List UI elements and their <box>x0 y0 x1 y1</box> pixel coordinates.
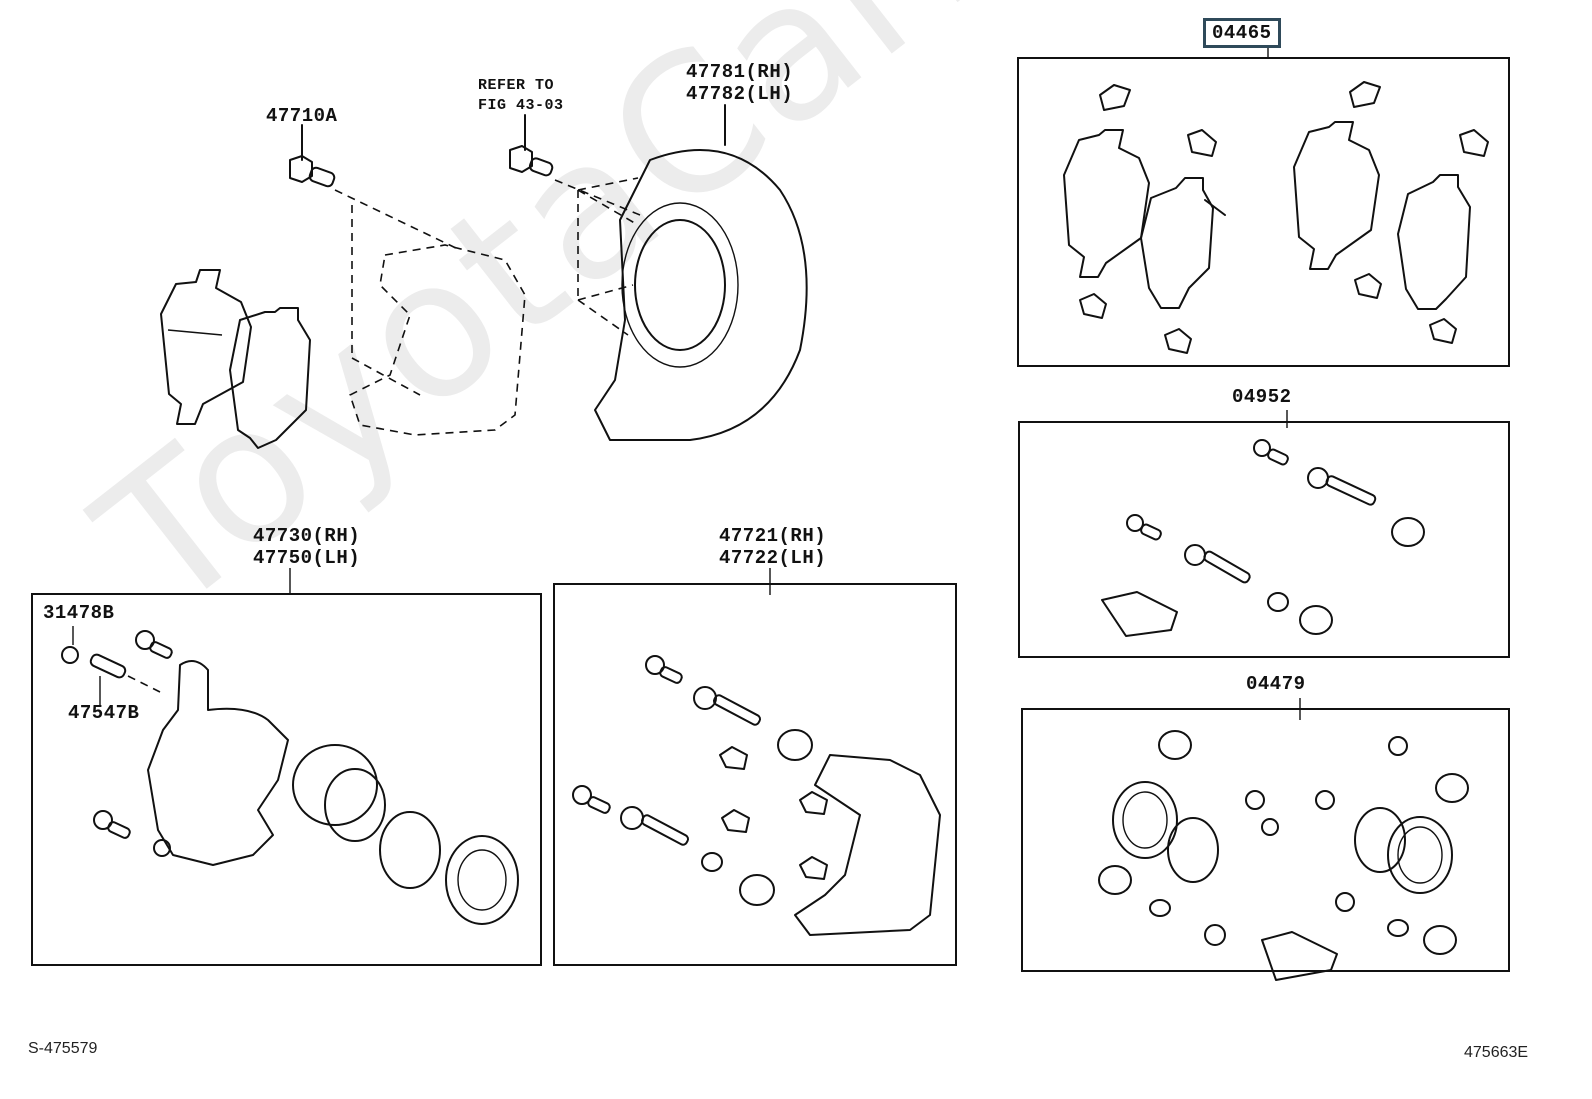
footer-ref-right: 475663E <box>1464 1044 1529 1061</box>
callout-47721-rh[interactable]: 47721(RH) <box>719 525 827 547</box>
caliper-assembly-parts <box>61 630 519 925</box>
slide-pin-kit-parts <box>1101 439 1425 637</box>
callout-31478b[interactable]: 31478B <box>43 602 115 624</box>
disc-dust-cover[interactable] <box>577 149 808 441</box>
callout-04952[interactable]: 04952 <box>1232 386 1292 408</box>
mounting-kit-parts <box>572 655 941 936</box>
callout-04465-highlighted[interactable]: 04465 <box>1203 18 1281 48</box>
caliper-frame <box>31 593 542 966</box>
callout-47722-lh[interactable]: 47722(LH) <box>719 547 827 569</box>
mounting-frame <box>553 583 957 966</box>
cylinder-kit-parts <box>1098 730 1469 981</box>
callout-47781-rh[interactable]: 47781(RH) <box>686 61 794 83</box>
pad-kit-parts <box>1063 81 1489 354</box>
slide-pin-kit-frame <box>1018 421 1510 658</box>
brake-pad-inner[interactable] <box>229 307 311 449</box>
footer-ref-left: S-475579 <box>28 1040 98 1057</box>
callout-47547b[interactable]: 47547B <box>68 702 140 724</box>
callout-47782-lh[interactable]: 47782(LH) <box>686 83 794 105</box>
refer-note-line2[interactable]: FIG 43-03 <box>478 97 564 114</box>
pad-kit-frame <box>1017 57 1510 367</box>
callout-47710a[interactable]: 47710A <box>266 105 338 127</box>
caliper-mounting-ghost <box>349 205 526 436</box>
brake-pad-outer[interactable] <box>160 269 252 425</box>
bracket-bolt-47710a[interactable] <box>289 155 461 251</box>
callout-04479[interactable]: 04479 <box>1246 673 1306 695</box>
refer-note-line1: REFER TO <box>478 77 555 94</box>
cylinder-kit-frame <box>1021 708 1510 972</box>
refer-bolt[interactable] <box>509 145 641 216</box>
callout-47750-lh[interactable]: 47750(LH) <box>253 547 361 569</box>
callout-47730-rh[interactable]: 47730(RH) <box>253 525 361 547</box>
